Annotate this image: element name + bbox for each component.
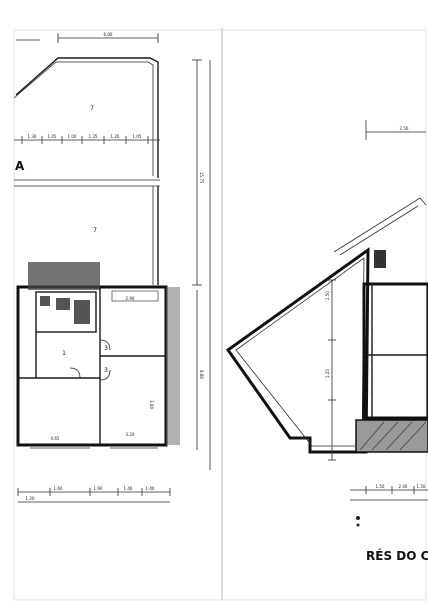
right-top-dimension: 2.50: [365, 120, 426, 140]
room-label-3b: 3: [104, 367, 108, 374]
room-label-3a: 3: [104, 345, 108, 352]
room-dim-c: 4.65: [51, 436, 60, 441]
side-letter: A: [15, 159, 25, 173]
room-label-1: 1: [62, 350, 66, 357]
right-bottom-dimensions: 1.50 2.40 1.50: [350, 484, 428, 527]
row-dim-1: 1.30: [28, 134, 37, 139]
left-right-dimension: 15.75 8.80: [192, 59, 211, 470]
row-dim-3: 1.00: [68, 134, 77, 139]
room-dim-b: 3.20: [126, 432, 135, 437]
row-dim-4: 1.35: [89, 134, 98, 139]
right-stair: [374, 250, 386, 268]
row-dim-5: 1.20: [111, 134, 120, 139]
bottom-dim-4: 1.40: [146, 486, 155, 491]
room-dim-a: 2.90: [126, 296, 135, 301]
bottom-dim-3: 1.40: [124, 486, 133, 491]
bottom-dim-5: 1.20: [26, 496, 35, 501]
row-dim-2: 1.05: [48, 134, 57, 139]
left-top-width-label: 6.00: [104, 32, 113, 37]
room-label-7-lower: 7: [93, 227, 97, 234]
right-balcony: [355, 419, 428, 453]
right-bottom-dim-1: 1.50: [376, 484, 385, 489]
bottom-dim-2: 1.90: [94, 486, 103, 491]
bottom-dim-1: 1.60: [54, 486, 63, 491]
kitchen-block: [28, 262, 100, 290]
right-plan-title: RÉS DO C: [366, 548, 428, 563]
room-dim-d: 3.00: [149, 400, 154, 409]
left-top-dimension: 6.00: [16, 32, 159, 43]
left-plan-lower-building: [16, 262, 180, 449]
right-top-width-label: 2.50: [400, 126, 409, 131]
right-left-dim-label: 2.50: [325, 291, 330, 300]
right-plan-outline: [225, 197, 428, 454]
left-right-dim-label: 15.75: [199, 172, 204, 184]
left-row-dimensions: 1.30 1.05 1.00 1.35 1.20 1.05: [14, 134, 160, 144]
right-bottom-dim-3: 1.50: [417, 484, 426, 489]
right-left-dimensions: 2.50 1.25: [325, 279, 336, 461]
left-right-lower-dim-label: 8.80: [199, 370, 204, 379]
row-dim-6: 1.05: [133, 134, 142, 139]
room-label-7-upper: 7: [90, 105, 94, 112]
sheet-border: [13, 29, 427, 601]
left-bottom-dimensions: 1.60 1.90 1.40 1.40 1.20: [17, 486, 171, 503]
right-bottom-dim-2: 2.40: [399, 484, 408, 489]
left-plan-upper-outline: [13, 57, 160, 285]
right-left-dim-label-2: 1.25: [325, 369, 330, 378]
